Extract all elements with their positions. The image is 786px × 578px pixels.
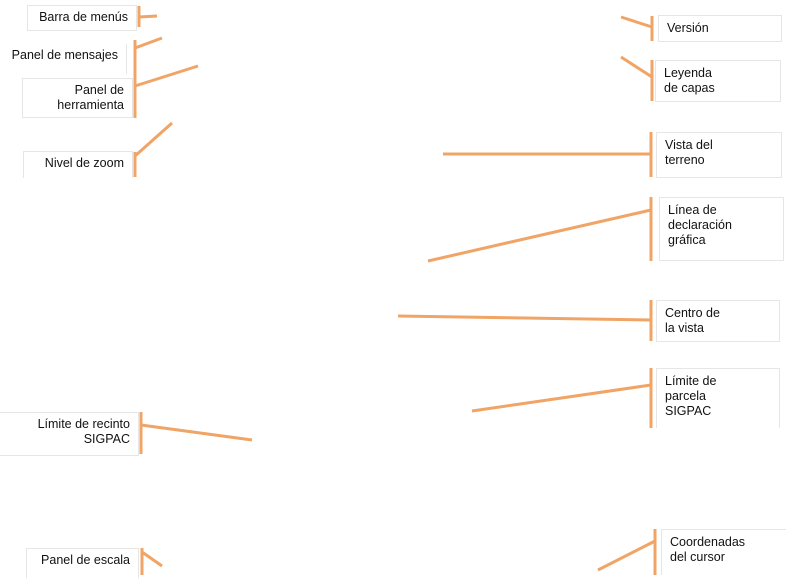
label-panel-escala: Panel de escala	[26, 548, 139, 578]
leader-centro-vista	[397, 314, 652, 322]
leader-linea-declaracion	[427, 208, 652, 263]
label-barra-menus: Barra de menús	[27, 5, 137, 31]
label-version: Versión	[658, 15, 782, 42]
leader-nivel-zoom	[134, 121, 173, 158]
label-coordenadas-cursor: Coordenadas del cursor	[661, 529, 786, 575]
leader-panel-escala	[141, 550, 163, 568]
label-limite-parcela: Límite de parcela SIGPAC	[656, 368, 780, 428]
leader-leyenda	[620, 55, 653, 79]
label-centro-vista: Centro de la vista	[656, 300, 780, 342]
leader-limite-recinto	[140, 423, 253, 442]
label-vista-terreno: Vista del terreno	[656, 132, 782, 178]
label-nivel-zoom: Nivel de zoom	[23, 151, 133, 178]
leader-limite-parcela	[471, 383, 652, 413]
label-linea-declaracion: Línea de declaración gráfica	[659, 197, 784, 261]
leader-panel-mensajes	[134, 36, 163, 50]
label-leyenda-capas: Leyenda de capas	[655, 60, 781, 102]
leader-panel-herramienta	[134, 64, 199, 88]
leader-version	[620, 15, 653, 29]
label-panel-herramienta: Panel de herramienta	[22, 78, 133, 118]
leader-coordenadas	[597, 539, 656, 572]
label-limite-recinto: Límite de recinto SIGPAC	[0, 412, 139, 456]
label-panel-mensajes: Panel de mensajes	[0, 44, 127, 74]
leader-barra-menus	[138, 14, 158, 19]
